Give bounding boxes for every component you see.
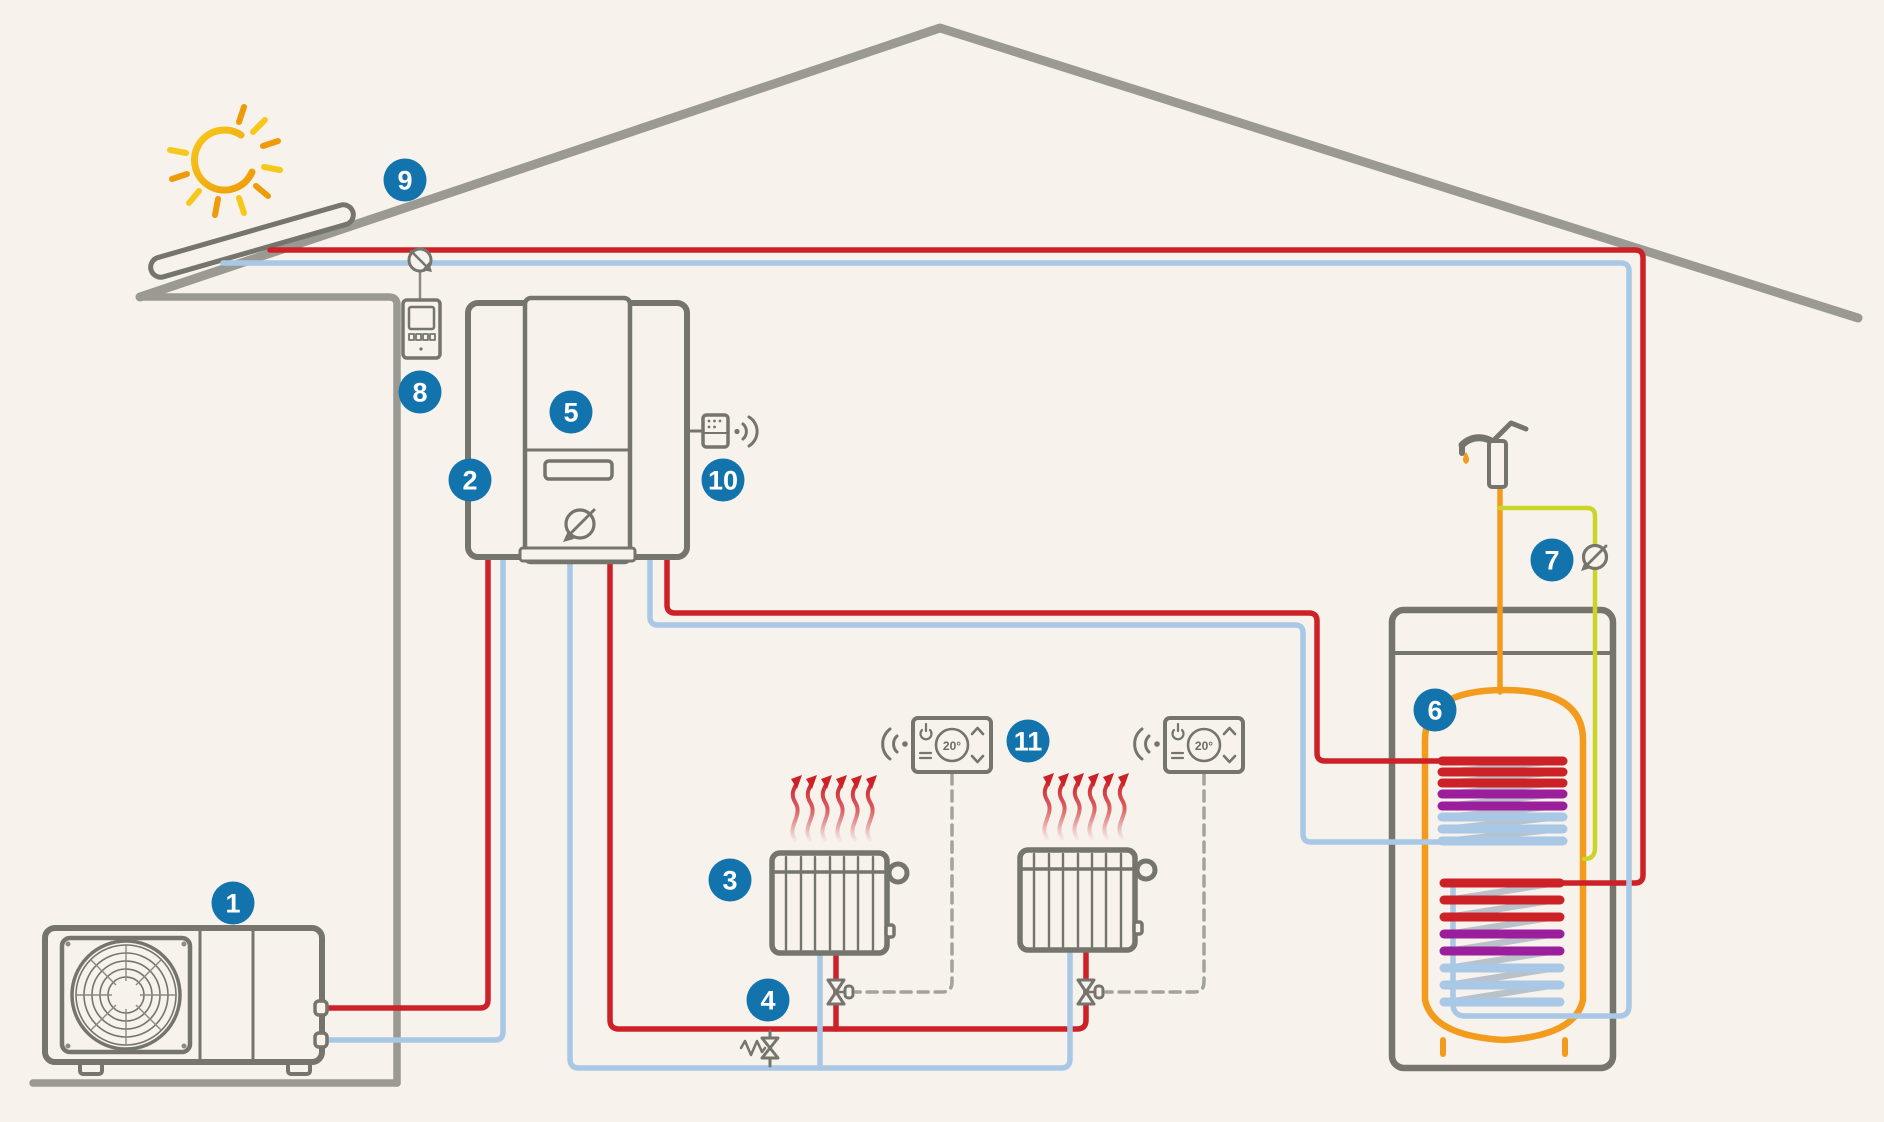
outdoor-heat-pump-unit: [42, 925, 329, 1076]
flow-port: [313, 999, 329, 1017]
bypass-valve-icon: [739, 1029, 780, 1068]
badge-8-controller: 8: [398, 370, 442, 414]
badge-6-storage-tank: 6: [1413, 688, 1457, 732]
temperature-sensor-icon: [407, 247, 433, 273]
wall: [136, 293, 401, 1087]
badge-11-thermostats: 11: [1006, 719, 1050, 763]
svg-text:4: 4: [760, 986, 775, 1016]
badge-9-solar-panel: 9: [383, 158, 427, 202]
trv-valve-1: [826, 978, 855, 1006]
wifi-signal-icon: [734, 415, 759, 448]
thermostat-2-control-line: [1104, 772, 1206, 994]
radiator-1: [772, 853, 907, 953]
circulation-pump-icon: [1581, 543, 1609, 571]
dhw-coil-flow-pipe: [664, 542, 1451, 764]
return-port: [313, 1031, 329, 1049]
radiator-2: [1020, 850, 1155, 950]
circulation-pipe: [1497, 505, 1598, 862]
solar-flow-pipe: [267, 247, 1646, 886]
svg-text:7: 7: [1544, 546, 1559, 576]
wireless-module-icon: [701, 413, 730, 449]
house-structure: [29, 23, 1863, 1087]
svg-text:3: 3: [722, 866, 737, 896]
tank-vessel: [1421, 686, 1587, 1044]
svg-text:9: 9: [397, 166, 412, 196]
upper-coil: [1437, 756, 1568, 846]
solar-panel-icon: [148, 202, 356, 280]
badge-1-outdoor-unit: 1: [211, 881, 255, 925]
pipes: [220, 247, 1646, 1071]
badge-2-indoor-unit: 2: [448, 458, 492, 502]
roof: [135, 23, 1863, 323]
badge-3-radiator: 3: [708, 858, 752, 902]
solar-return-pipe: [220, 260, 1632, 1019]
svg-text:5: 5: [563, 398, 578, 428]
badge-4-bypass-valve: 4: [746, 978, 790, 1022]
wireless-module: [685, 413, 759, 449]
pump-icon: [563, 508, 596, 542]
sun-icon: [167, 104, 283, 218]
heat-waves-radiator-2: [1041, 771, 1131, 840]
thermostat-1-control-line: [854, 772, 954, 994]
svg-text:8: 8: [412, 378, 427, 408]
lower-coil: [1439, 878, 1565, 1007]
dhw-coil-return-pipe: [647, 542, 1451, 845]
heat-waves-radiator-1: [789, 773, 879, 842]
water-drop-icon: [1463, 452, 1469, 464]
thermostat-1-reading: 20°: [943, 739, 961, 753]
thermostat-2-reading: 20°: [1195, 739, 1213, 753]
thermostat-1: 20°: [880, 716, 993, 774]
badge-5-front-panel: 5: [549, 390, 593, 434]
trv-valve-2: [1076, 978, 1105, 1006]
tank-coils: [1437, 756, 1568, 1007]
badge-7-circulation-pump: 7: [1530, 538, 1574, 582]
thermostat-2: 20°: [1132, 716, 1245, 774]
svg-text:10: 10: [708, 466, 738, 496]
fan-icon: [65, 939, 187, 1051]
badge-10-wireless-module: 10: [701, 458, 745, 502]
hp-return-pipe: [318, 542, 506, 1043]
display-slot: [543, 459, 614, 481]
solar-controller: [401, 247, 442, 360]
svg-text:2: 2: [462, 466, 477, 496]
svg-text:6: 6: [1427, 696, 1442, 726]
faucet-icon: [1458, 420, 1529, 489]
heating-flow-pipe: [607, 542, 1089, 1032]
fan-grille-icon: [59, 935, 193, 1055]
hp-flow-pipe: [318, 542, 491, 1011]
front-panel-base: [518, 546, 637, 563]
svg-text:1: 1: [225, 889, 240, 919]
controller-icon: [401, 298, 442, 360]
svg-text:11: 11: [1014, 727, 1043, 757]
